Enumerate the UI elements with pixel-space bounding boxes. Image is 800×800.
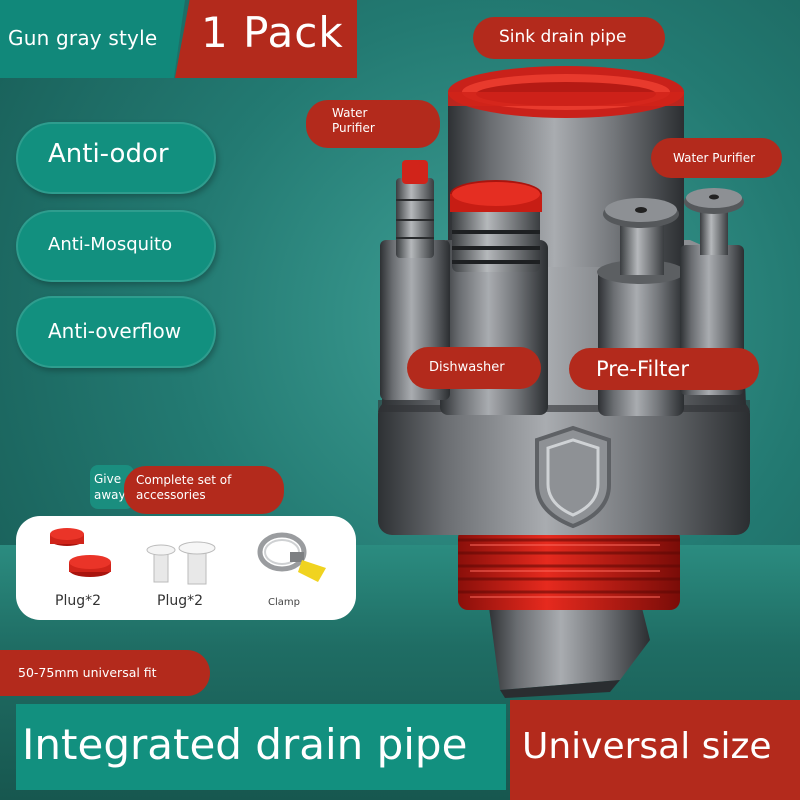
style-label: Gun gray style — [8, 26, 158, 50]
feature-pill-anti-odor: Anti-odor — [16, 122, 216, 194]
callout-label: Water Purifier — [673, 151, 756, 165]
accessory-label: Plug*2 — [55, 593, 101, 609]
white-plug-icon — [146, 541, 216, 585]
callout-pre-filter: Pre-Filter — [569, 348, 759, 390]
fit-label: 50-75mm universal fit — [18, 665, 157, 680]
red-plug-icon — [50, 528, 111, 577]
callout-water-purifier-right: Water Purifier — [651, 138, 782, 178]
callout-sink-drain-pipe: Sink drain pipe — [473, 17, 665, 59]
water-purifier-port-right — [680, 188, 744, 395]
footer-right-label: Universal size — [522, 726, 772, 767]
style-tag: Gun gray style — [0, 0, 185, 78]
fit-tag: 50-75mm universal fit — [0, 650, 210, 696]
callout-label: Water Purifier — [332, 106, 375, 135]
bottom-outlet — [488, 600, 650, 698]
feature-label: Anti-overflow — [48, 319, 182, 343]
pack-label: 1 Pack — [201, 8, 344, 57]
give-away-label: Give away — [94, 472, 126, 502]
footer-left-banner: Integrated drain pipe — [16, 704, 506, 790]
red-thread — [458, 528, 680, 610]
accessories-title: Complete set of accessories — [136, 473, 232, 502]
footer-right-banner: Universal size — [510, 700, 800, 800]
callout-label: Pre-Filter — [596, 357, 689, 381]
footer-left-label: Integrated drain pipe — [22, 720, 468, 769]
feature-label: Anti-odor — [48, 139, 169, 169]
accessory-label: Clamp — [268, 597, 300, 608]
callout-water-purifier-left: Water Purifier — [306, 100, 440, 148]
callout-dishwasher: Dishwasher — [407, 347, 541, 389]
accessory-label: Plug*2 — [157, 593, 203, 609]
feature-pill-anti-overflow: Anti-overflow — [16, 296, 216, 368]
callout-label: Sink drain pipe — [499, 27, 627, 47]
pack-tag: 1 Pack — [175, 0, 357, 78]
callout-label: Dishwasher — [429, 360, 505, 375]
feature-label: Anti-Mosquito — [48, 234, 173, 255]
accessories-callout: Complete set of accessories — [124, 466, 284, 514]
hose-clamp-icon — [257, 532, 326, 582]
feature-pill-anti-mosquito: Anti-Mosquito — [16, 210, 216, 282]
